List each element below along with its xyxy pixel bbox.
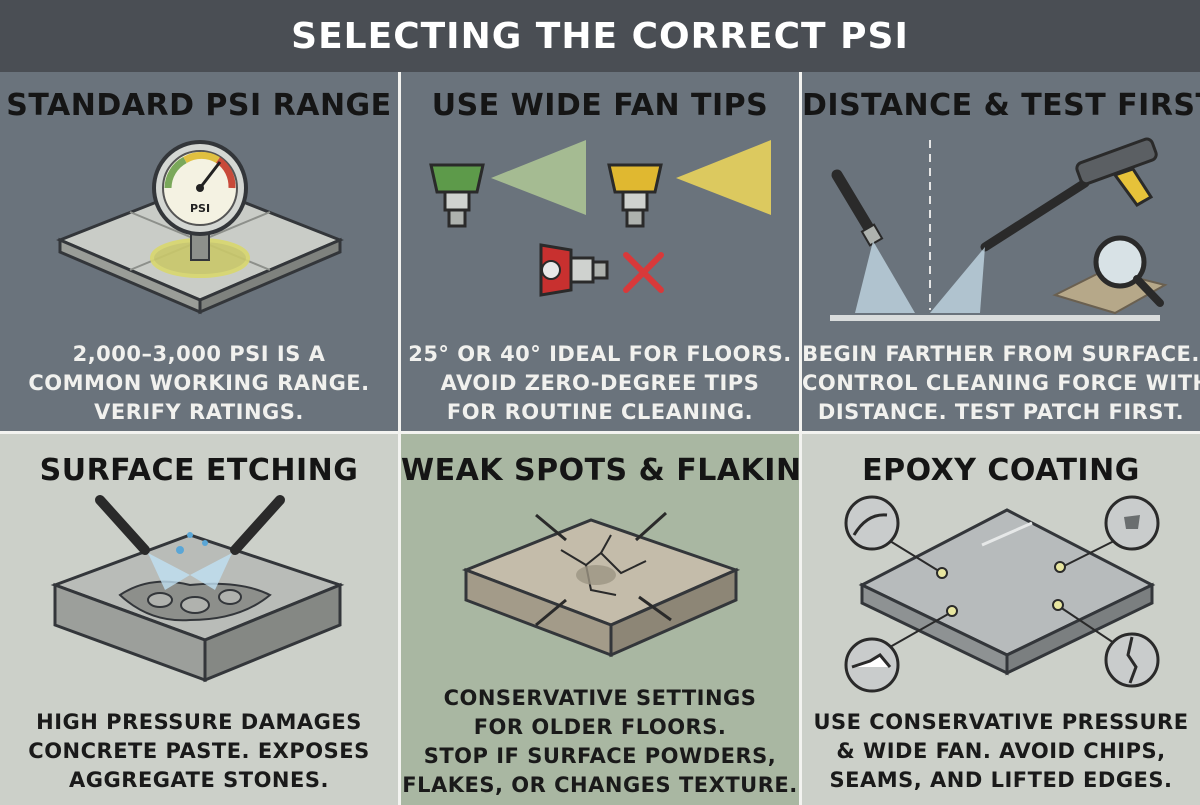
description-line: FOR ROUTINE CLEANING. — [446, 400, 754, 424]
panel-title: USE WIDE FAN TIPS — [431, 88, 769, 123]
description-line: AGGREGATE STONES. — [69, 768, 329, 792]
chip-detail-icon — [844, 495, 948, 579]
panel-fan-tips — [401, 72, 799, 431]
spray-wand-icon — [95, 495, 150, 555]
panel-title: WEAK SPOTS & FLAKING — [401, 453, 827, 488]
pressure-gun-icon — [930, 137, 1158, 313]
yellow-spray-icon — [676, 140, 771, 215]
description-line: CONTROL CLEANING FORCE WITH — [802, 371, 1200, 395]
cross-icon — [623, 252, 664, 293]
description-line: BEGIN FARTHER FROM SURFACE. — [802, 342, 1200, 366]
description-line: CONCRETE PASTE. EXPOSES — [28, 739, 370, 763]
description-line: CONSERVATIVE SETTINGS — [443, 686, 757, 710]
distance-illustration — [830, 137, 1168, 321]
description-line: 2,000–3,000 PSI IS A — [72, 342, 326, 366]
spray-wand-icon — [230, 495, 285, 555]
description-line: AVOID ZERO-DEGREE TIPS — [440, 371, 760, 395]
green-spray-icon — [491, 140, 586, 215]
cracked-slab-icon — [461, 511, 741, 658]
panel-description: BEGIN FARTHER FROM SURFACE. CONTROL CLEA… — [802, 340, 1200, 427]
panel-title: EPOXY COATING — [862, 453, 1140, 488]
panel-description: USE CONSERVATIVE PRESSURE & WIDE FAN. AV… — [802, 708, 1200, 795]
fan-tips-illustration — [429, 140, 771, 297]
pressure-gauge-icon: PSI — [56, 140, 344, 315]
seam-detail-icon — [1054, 495, 1160, 573]
description-line: STOP IF SURFACE POWDERS, — [423, 744, 777, 768]
description-line: FOR OLDER FLOORS. — [473, 715, 727, 739]
description-line: USE CONSERVATIVE PRESSURE — [813, 710, 1189, 734]
description-line: SEAMS, AND LIFTED EDGES. — [829, 768, 1173, 792]
green-nozzle-icon — [429, 163, 485, 228]
panel-title: SURFACE ETCHING — [39, 453, 359, 488]
description-line: VERIFY RATINGS. — [94, 400, 304, 424]
lifted-edge-icon — [844, 605, 958, 693]
description-line: & WIDE FAN. AVOID CHIPS, — [836, 739, 1166, 763]
description-line: FLAKES, OR CHANGES TEXTURE. — [402, 773, 798, 797]
seam-crack-icon — [1052, 599, 1160, 688]
gauge-label: PSI — [190, 202, 210, 215]
panel-title: DISTANCE & TEST FIRST — [802, 88, 1200, 123]
yellow-nozzle-icon — [607, 163, 663, 228]
red-nozzle-icon — [539, 243, 609, 297]
magnifier-icon — [1093, 235, 1164, 307]
spray-wand-icon — [831, 169, 915, 313]
panel-description: HIGH PRESSURE DAMAGES CONCRETE PASTE. EX… — [0, 708, 398, 795]
description-line: HIGH PRESSURE DAMAGES — [36, 710, 362, 734]
epoxy-slab-icon — [844, 495, 1160, 693]
panel-description: 2,000–3,000 PSI IS A COMMON WORKING RANG… — [0, 340, 398, 427]
description-line: COMMON WORKING RANGE. — [28, 371, 370, 395]
description-line: DISTANCE. TEST PATCH FIRST. — [817, 400, 1185, 424]
arrow-icon — [535, 511, 672, 627]
panel-description: 25° OR 40° IDEAL FOR FLOORS. AVOID ZERO-… — [401, 340, 799, 427]
header-bar: SELECTING THE CORRECT PSI — [0, 0, 1200, 72]
panel-description: CONSERVATIVE SETTINGS FOR OLDER FLOORS. … — [401, 684, 799, 800]
description-line: 25° OR 40° IDEAL FOR FLOORS. — [408, 342, 792, 366]
panel-title: STANDARD PSI RANGE — [6, 88, 392, 123]
concrete-slab-icon — [50, 495, 345, 683]
page-title: SELECTING THE CORRECT PSI — [291, 15, 909, 57]
